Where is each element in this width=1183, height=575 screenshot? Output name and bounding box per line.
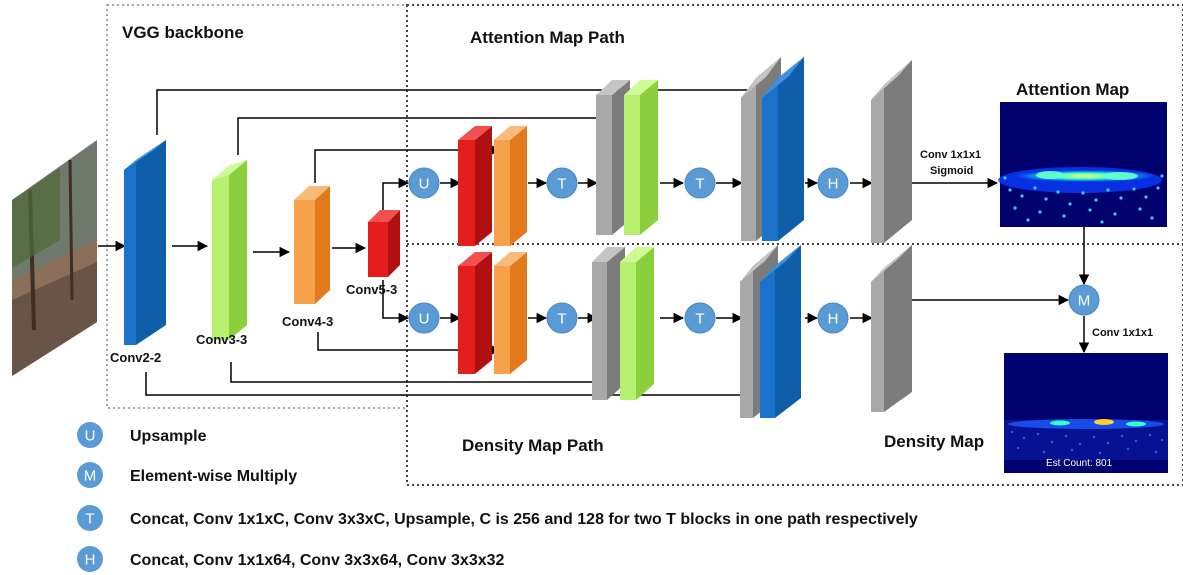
conv5-3-label: Conv5-3 [346,282,397,297]
conv3-3-block [212,160,247,340]
multiply-op: M [1068,284,1100,316]
attention-red-block [458,126,492,246]
legend-t-block-text: Concat, Conv 1x1xC, Conv 3x3xC, Upsample… [130,511,918,528]
attention-t-block-2-op: T [684,167,716,199]
attention-orange-block [494,126,527,246]
conv5-3-block [368,210,400,277]
legend-upsample-text: Upsample [130,428,207,445]
svg-text:M: M [1078,293,1091,310]
vgg-backbone-title: VGG backbone [122,23,244,42]
legend-h-block-text: Concat, Conv 1x1x64, Conv 3x3x64, Conv 3… [130,552,505,569]
svg-text:T: T [557,176,566,193]
attention-path-title: Attention Map Path [470,28,625,47]
legend-h-block-symbol: H [85,552,96,569]
attention-conv-label: Conv 1x1x1 [920,149,981,161]
conv4-3-label: Conv4-3 [282,314,333,329]
density-t-block-2-op: T [684,302,716,334]
conv4-3-block [294,186,330,304]
density-conv-label: Conv 1x1x1 [1092,327,1153,339]
density-t-block-1-op: T [546,302,578,334]
attention-map-image [998,102,1167,227]
svg-text:H: H [828,176,839,193]
legend-upsample-symbol: U [85,428,96,445]
legend-multiply: M Element-wise Multiply [77,462,297,488]
density-gray-block-3 [871,245,912,412]
conv3-3-label: Conv3-3 [196,332,247,347]
density-upsample-op: U [408,302,440,334]
attention-activation-label: Sigmoid [930,165,973,177]
legend-t-block-symbol: T [85,511,94,528]
legend-h-block: H Concat, Conv 1x1x64, Conv 3x3x64, Conv… [77,546,505,572]
density-path-title: Density Map Path [462,436,604,455]
density-green-block [620,247,654,400]
legend-multiply-text: Element-wise Multiply [130,468,297,485]
attention-h-block-op: H [817,167,849,199]
density-red-block [458,252,492,374]
input-crowd-image [12,140,97,376]
attention-t-block-1-op: T [546,167,578,199]
density-orange-block [494,252,527,374]
density-h-block-op: H [817,302,849,334]
attention-blue-block [762,57,804,241]
density-map-image: Est Count: 801 [1004,353,1168,473]
attention-gray-block-3 [871,60,912,243]
svg-text:T: T [695,311,704,328]
legend-multiply-symbol: M [84,468,97,485]
density-blue-block [760,245,801,418]
attention-green-block [624,80,658,235]
est-count-label: Est Count: 801 [1046,458,1113,469]
legend-upsample: U Upsample [77,422,207,448]
svg-text:U: U [419,311,430,328]
svg-text:T: T [557,311,566,328]
conv2-2-label: Conv2-2 [110,350,161,365]
svg-text:U: U [419,176,430,193]
legend-t-block: T Concat, Conv 1x1xC, Conv 3x3xC, Upsamp… [77,505,918,531]
conv2-2-block [124,140,166,345]
svg-text:H: H [828,311,839,328]
svg-text:T: T [695,176,704,193]
density-map-title: Density Map [884,432,984,451]
attention-map-title: Attention Map [1016,80,1129,99]
attention-upsample-op: U [408,167,440,199]
